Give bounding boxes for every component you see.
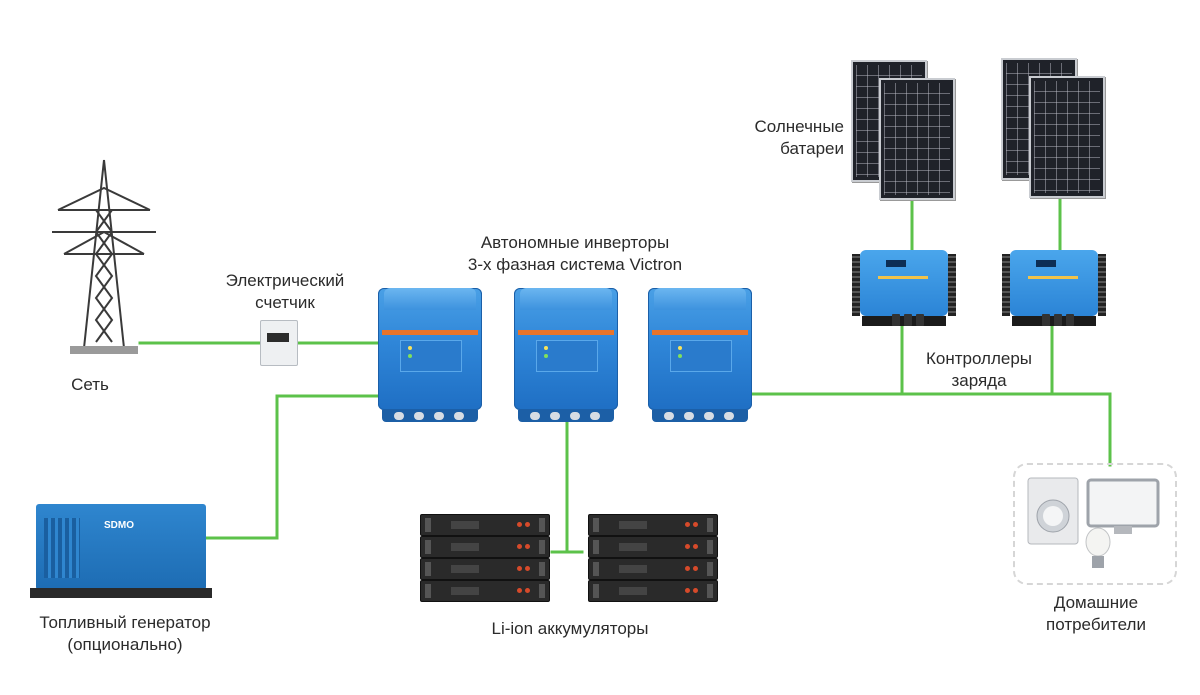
label-batteries: Li-ion аккумуляторы <box>491 619 649 638</box>
inverter-unit-3 <box>648 288 752 428</box>
charge-controller-1 <box>852 250 956 326</box>
wire-main-bus <box>748 392 1112 467</box>
inverter-unit-2 <box>514 288 618 428</box>
solar-panel-1b <box>879 78 955 200</box>
inverter-unit-1 <box>378 288 482 428</box>
solar-panel-2b <box>1029 76 1105 198</box>
label-generator: Топливный генератор(опционально) <box>39 613 211 654</box>
generator-brand-text: SDMO <box>104 520 134 531</box>
electric-meter-icon <box>260 320 298 366</box>
home-consumers-box <box>1013 463 1177 585</box>
home-appliances-icon <box>1027 477 1160 568</box>
charge-controller-2 <box>1002 250 1106 326</box>
power-tower-icon <box>52 159 156 354</box>
wire-generator-bus <box>204 394 382 540</box>
label-grid: Сеть <box>71 375 109 394</box>
